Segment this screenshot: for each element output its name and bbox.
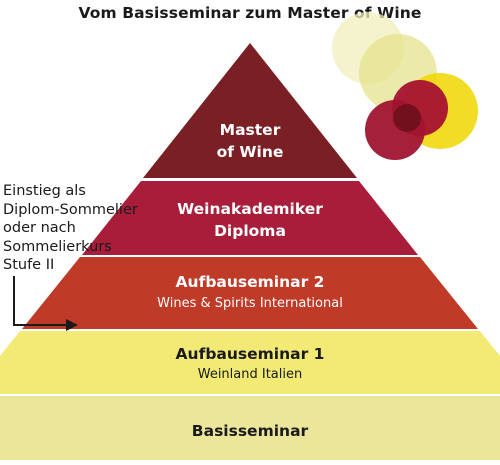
entry-arrow xyxy=(13,276,78,331)
entry-note-line: Einstieg als xyxy=(3,183,86,199)
level-aufbau2-subtitle: Wines & Spirits International xyxy=(157,296,343,311)
level-aufbau2-band xyxy=(22,257,478,329)
page-title: Vom Basisseminar zum Master of Wine xyxy=(78,4,422,22)
level-aufbau1-band xyxy=(0,331,500,394)
entry-note-line: Sommelierkurs xyxy=(3,238,112,255)
level-weinakademiker-label-line1: Weinakademiker xyxy=(177,200,323,218)
entry-arrow-head xyxy=(66,319,78,331)
level-weinakademiker-band xyxy=(82,181,418,255)
level-aufbau1-subtitle: Weinland Italien xyxy=(198,367,303,382)
level-master-label-line1: Master xyxy=(220,121,281,139)
entry-note: Einstieg als Diplom-Sommelier oder nach … xyxy=(3,182,153,275)
level-master-label-line2: of Wine xyxy=(217,143,284,161)
level-master-band xyxy=(143,43,357,178)
entry-note-line: oder nach xyxy=(3,220,76,236)
level-basis-label: Basisseminar xyxy=(192,422,309,440)
level-aufbau2-label: Aufbauseminar 2 xyxy=(176,273,325,291)
decor-circle xyxy=(393,104,421,132)
decorative-circles xyxy=(332,12,478,160)
level-basis-band xyxy=(0,396,500,460)
entry-note-line: Diplom-Sommelier xyxy=(3,201,138,218)
level-aufbau1-label: Aufbauseminar 1 xyxy=(176,345,325,363)
entry-arrow-line xyxy=(13,276,66,326)
entry-note-line: Stufe II xyxy=(3,257,55,273)
level-weinakademiker-label-line2: Diploma xyxy=(214,222,286,240)
